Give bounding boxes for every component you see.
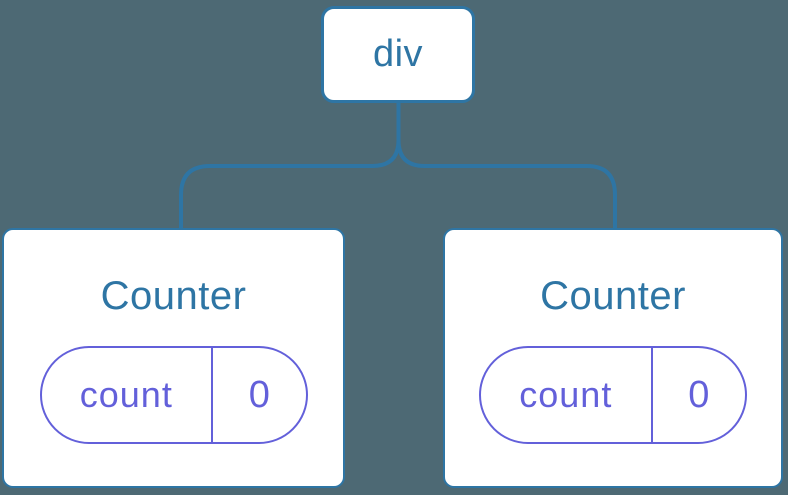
counter-title: Counter	[540, 274, 686, 318]
state-value: 0	[688, 373, 710, 416]
state-key: count	[481, 348, 653, 442]
state-key: count	[42, 348, 214, 442]
connector-right-branch	[396, 103, 617, 229]
state-value: 0	[248, 373, 270, 416]
counter-title: Counter	[100, 274, 247, 318]
root-node-label: div	[372, 33, 424, 75]
root-node-div: div	[321, 6, 475, 103]
connector-left-branch	[179, 103, 401, 229]
counter-node-right: Counter count 0	[443, 228, 783, 488]
counter-node-left: Counter count 0	[2, 228, 345, 488]
state-pill: count 0	[39, 346, 308, 444]
state-pill: count 0	[479, 346, 747, 444]
